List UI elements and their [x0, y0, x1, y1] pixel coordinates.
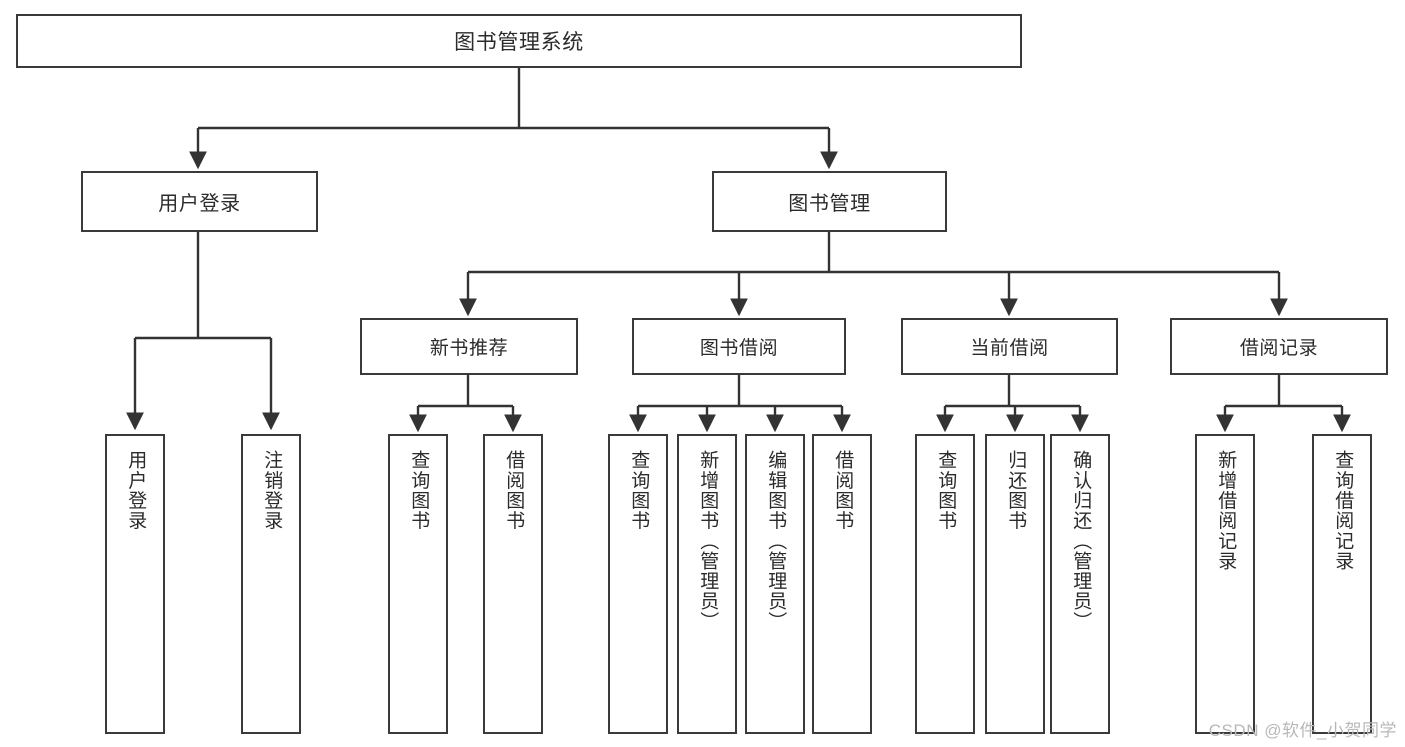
node-leaf-user-logout[interactable]: 注销登录	[241, 434, 301, 734]
node-leaf-add-book[interactable]: 新增图书（管理员）	[677, 434, 737, 734]
node-leaf-query-book-3[interactable]: 查询图书	[915, 434, 975, 734]
node-leaf-borrow-book-2-label: 借阅图书	[832, 450, 854, 531]
node-borrow-record-label: 借阅记录	[1239, 338, 1319, 359]
node-leaf-return-book[interactable]: 归还图书	[985, 434, 1045, 734]
node-leaf-query-record[interactable]: 查询借阅记录	[1312, 434, 1372, 734]
node-leaf-add-record[interactable]: 新增借阅记录	[1195, 434, 1255, 734]
node-leaf-add-record-label: 新增借阅记录	[1215, 450, 1237, 571]
node-root[interactable]: 图书管理系统	[16, 14, 1022, 68]
node-new-book-rec[interactable]: 新书推荐	[360, 318, 578, 375]
node-current-borrow[interactable]: 当前借阅	[901, 318, 1118, 375]
node-leaf-confirm-return[interactable]: 确认归还（管理员）	[1050, 434, 1110, 734]
node-leaf-query-book-3-label: 查询图书	[935, 450, 957, 531]
node-leaf-query-book-2[interactable]: 查询图书	[608, 434, 668, 734]
node-leaf-user-logout-label: 注销登录	[261, 450, 283, 531]
node-book-borrow-label: 图书借阅	[699, 338, 779, 359]
node-user-login-label: 用户登录	[158, 193, 241, 215]
node-book-manage[interactable]: 图书管理	[712, 171, 947, 232]
node-current-borrow-label: 当前借阅	[970, 338, 1049, 359]
node-leaf-edit-book-label: 编辑图书（管理员）	[765, 450, 787, 632]
node-leaf-borrow-book-2[interactable]: 借阅图书	[812, 434, 872, 734]
node-book-borrow[interactable]: 图书借阅	[632, 318, 846, 375]
node-leaf-query-book-1[interactable]: 查询图书	[388, 434, 448, 734]
node-leaf-confirm-return-label: 确认归还（管理员）	[1070, 450, 1092, 632]
node-leaf-user-login[interactable]: 用户登录	[105, 434, 165, 734]
node-leaf-query-book-1-label: 查询图书	[408, 450, 430, 531]
watermark-text: CSDN @软件_小贺同学	[1208, 721, 1397, 740]
node-user-login[interactable]: 用户登录	[81, 171, 318, 232]
node-leaf-return-book-label: 归还图书	[1005, 450, 1027, 531]
node-new-book-rec-label: 新书推荐	[429, 338, 509, 359]
node-borrow-record[interactable]: 借阅记录	[1170, 318, 1388, 375]
node-leaf-query-book-2-label: 查询图书	[628, 450, 650, 531]
node-root-label: 图书管理系统	[454, 31, 584, 54]
node-leaf-user-login-label: 用户登录	[125, 450, 147, 531]
node-book-manage-label: 图书管理	[788, 193, 871, 215]
node-leaf-borrow-book-1-label: 借阅图书	[503, 450, 525, 531]
node-leaf-edit-book[interactable]: 编辑图书（管理员）	[745, 434, 805, 734]
node-leaf-borrow-book-1[interactable]: 借阅图书	[483, 434, 543, 734]
node-leaf-add-book-label: 新增图书（管理员）	[697, 450, 719, 632]
node-leaf-query-record-label: 查询借阅记录	[1332, 450, 1354, 571]
